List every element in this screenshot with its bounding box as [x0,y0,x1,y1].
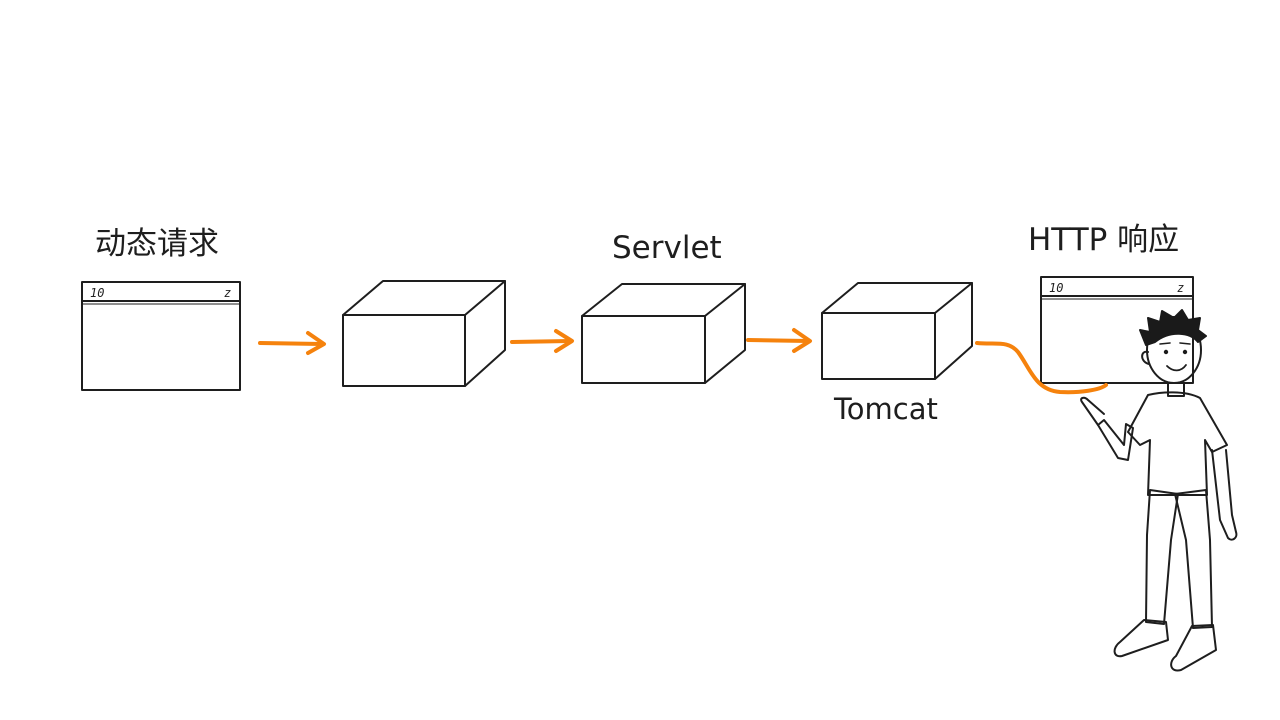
box-icon-servlet [581,283,746,384]
label-http-response: HTTP 响应 [1028,222,1179,258]
response-window-left-mark: 10 [1049,281,1063,295]
label-dynamic-request: 动态请求 [95,226,219,262]
request-window-right-mark: z [224,286,231,300]
request-window-icon: 10 z [81,281,241,391]
response-connector-line [975,341,1108,395]
arrow-right-icon [746,328,812,353]
person-pointing-icon [1080,309,1238,672]
label-servlet: Servlet [612,230,722,266]
arrow-right-icon [258,331,326,355]
box-icon-first [342,280,506,387]
request-window-left-mark: 10 [90,286,104,300]
box-icon-tomcat [821,282,973,380]
response-window-right-mark: z [1177,281,1184,295]
label-tomcat: Tomcat [833,392,938,426]
arrow-right-icon [510,329,574,353]
